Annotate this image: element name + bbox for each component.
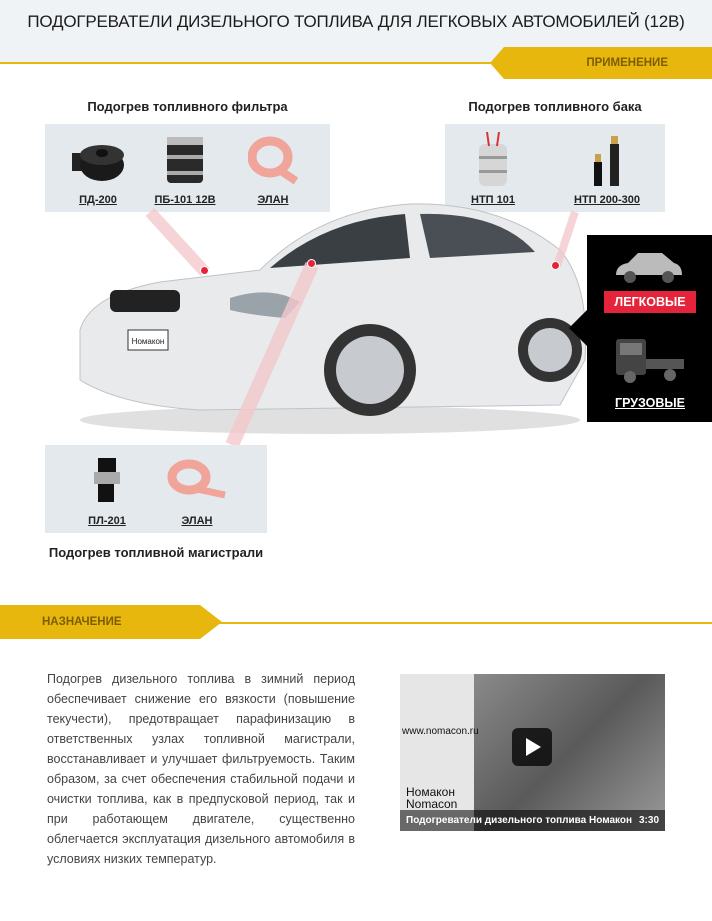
product-pl201: ПЛ-201 — [67, 453, 147, 529]
section-tab-application: ПРИМЕНЕНИЕ — [490, 47, 712, 79]
play-button[interactable] — [512, 728, 552, 766]
section-tab-purpose: НАЗНАЧЕНИЕ — [0, 605, 222, 639]
video-thumbnail — [474, 674, 665, 831]
section-tab-label: НАЗНАЧЕНИЕ — [42, 616, 122, 628]
category-passenger-button[interactable]: ЛЕГКОВЫЕ — [604, 291, 696, 313]
section-tab-label: ПРИМЕНЕНИЕ — [586, 57, 668, 69]
category-truck-button[interactable]: ГРУЗОВЫЕ — [614, 396, 686, 410]
product-elan: ЭЛАН — [233, 132, 313, 208]
heater-ntp101-image — [453, 132, 533, 188]
heater-pb101-image — [145, 132, 225, 188]
product-link[interactable]: НТП 200-300 — [574, 194, 640, 206]
tank-marker[interactable] — [551, 261, 560, 270]
filter-group-title: Подогрев топливного фильтра — [87, 99, 288, 114]
heater-pd200-image — [58, 132, 138, 188]
product-link[interactable]: НТП 101 — [471, 194, 515, 206]
line-products-box: ПЛ-201 ЭЛАН — [45, 445, 267, 533]
tank-group-title: Подогрев топливного бака — [468, 99, 642, 114]
divider — [210, 622, 712, 624]
tank-products-box: НТП 101 НТП 200-300 — [445, 124, 665, 212]
video-caption-bar: Подогреватели дизельного топлива Номакон… — [400, 810, 665, 831]
product-link[interactable]: ПЛ-201 — [88, 515, 126, 527]
video-site-url: www.nomacon.ru — [402, 726, 479, 737]
vehicle-category-panel: ЛЕГКОВЫЕ ГРУЗОВЫЕ — [569, 235, 712, 422]
play-icon — [526, 738, 541, 756]
license-plate: Номакон — [132, 337, 165, 346]
filter-marker[interactable] — [200, 266, 209, 275]
heater-tape-image — [233, 132, 313, 188]
heater-ntp200-image — [565, 132, 649, 188]
product-pd200: ПД-200 — [58, 132, 138, 208]
video-side-panel — [400, 674, 474, 831]
product-link[interactable]: ПД-200 — [79, 194, 117, 206]
callout-lines — [145, 207, 579, 448]
video-title: Подогреватели дизельного топлива Номакон — [406, 815, 633, 826]
description-text: Подогрев дизельного топлива в зимний пер… — [47, 672, 355, 866]
heater-tape-image — [157, 453, 237, 509]
truck-icon — [616, 339, 684, 383]
product-link[interactable]: ЭЛАН — [181, 515, 213, 527]
passenger-car-icon — [616, 253, 682, 283]
product-elan: ЭЛАН — [157, 453, 237, 529]
car-image: Номакон — [79, 203, 587, 434]
line-group-title: Подогрев топливной магистрали — [48, 545, 264, 560]
product-link[interactable]: ПБ-101 12В — [154, 194, 216, 206]
line-marker[interactable] — [307, 259, 316, 268]
divider — [0, 62, 500, 64]
product-pb101: ПБ-101 12В — [145, 132, 225, 208]
video-duration: 3:30 — [638, 815, 659, 826]
product-ntp101: НТП 101 — [453, 132, 533, 208]
filter-products-box: ПД-200 ПБ-101 12В ЭЛАН — [45, 124, 330, 212]
product-ntp200: НТП 200-300 — [565, 132, 649, 208]
page-title: ПОДОГРЕВАТЕЛИ ДИЗЕЛЬНОГО ТОПЛИВА ДЛЯ ЛЕГ… — [27, 12, 685, 31]
heater-pl201-image — [67, 453, 147, 509]
product-link[interactable]: ЭЛАН — [257, 194, 289, 206]
